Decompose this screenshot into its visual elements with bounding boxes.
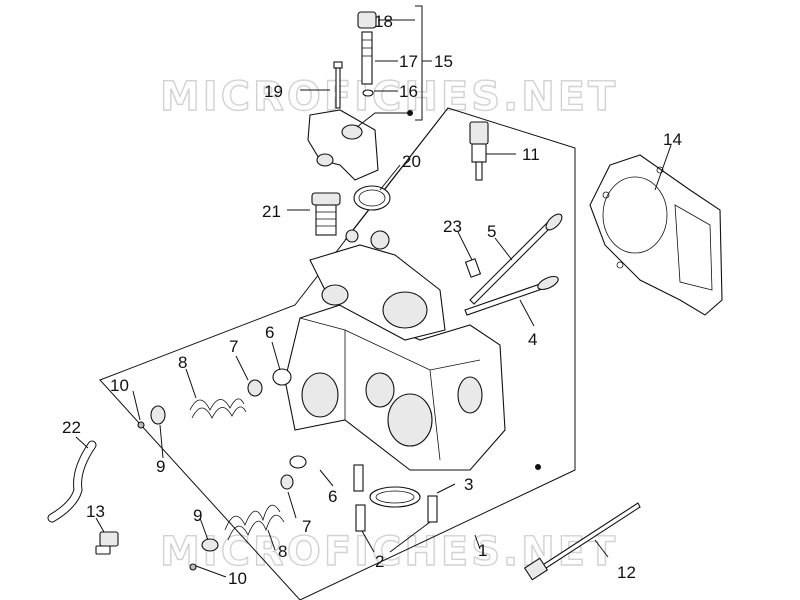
- callout-13: 13: [86, 502, 105, 521]
- callout-9-lower: 9: [193, 506, 202, 525]
- valve-spring-left-lower: [189, 455, 307, 571]
- callout-10-lower: 10: [228, 569, 247, 588]
- thermostat-housing: [307, 109, 413, 181]
- part-23-stud: [464, 258, 482, 278]
- callout-8-upper: 8: [178, 353, 187, 372]
- part-18-cap: [357, 11, 377, 29]
- callout-8-lower: 8: [278, 542, 287, 561]
- callout-11: 11: [522, 145, 540, 164]
- callout-18: 18: [374, 12, 393, 31]
- callout-3: 3: [464, 475, 473, 494]
- assembly-outline: [99, 107, 576, 600]
- part-13-fitting: [95, 531, 119, 555]
- callout-20: 20: [402, 152, 421, 171]
- callout-5: 5: [487, 222, 496, 241]
- callout-2: 2: [375, 552, 384, 571]
- cylinder-head: [284, 229, 541, 471]
- callout-16: 16: [399, 82, 418, 101]
- callout-4: 4: [528, 330, 537, 349]
- callout-17: 17: [399, 52, 418, 71]
- callout-7-lower: 7: [302, 517, 311, 536]
- part-20-o-ring: [353, 185, 391, 211]
- callout-23: 23: [443, 217, 462, 236]
- part-5-valve: [469, 213, 563, 305]
- part-19-bolt: [333, 61, 343, 109]
- callout-19: 19: [264, 82, 283, 101]
- callout-10-upper: 10: [110, 376, 129, 395]
- part-17-sensor: [361, 31, 373, 85]
- callout-6-upper: 6: [265, 323, 274, 342]
- part-3-o-ring: [369, 486, 421, 508]
- callout-21: 21: [262, 202, 281, 221]
- callout-15: 15: [434, 52, 453, 71]
- part-12-head-bolt: [523, 502, 641, 581]
- valve-spring-left-upper: [137, 368, 292, 429]
- callout-9-upper: 9: [156, 457, 165, 476]
- callout-12: 12: [617, 563, 636, 582]
- callout-22: 22: [62, 418, 81, 437]
- part-21-thermostat: [311, 192, 341, 236]
- part-14-head-gasket: [589, 154, 723, 316]
- callout-6-lower: 6: [328, 487, 337, 506]
- callout-labels: 18 17 15 16 19 20 21 11 14 23 5 4 6 7 8 …: [62, 12, 682, 588]
- part-11-temperature-sensor: [469, 121, 489, 181]
- callout-1: 1: [478, 541, 487, 560]
- part-22-hose: [47, 440, 97, 523]
- part-4-valve: [464, 275, 559, 316]
- leader-lines: [75, 5, 672, 578]
- part-2-dowels: [353, 464, 438, 532]
- callout-7-upper: 7: [229, 337, 238, 356]
- callout-14: 14: [663, 130, 682, 149]
- part-16-washer: [362, 89, 374, 97]
